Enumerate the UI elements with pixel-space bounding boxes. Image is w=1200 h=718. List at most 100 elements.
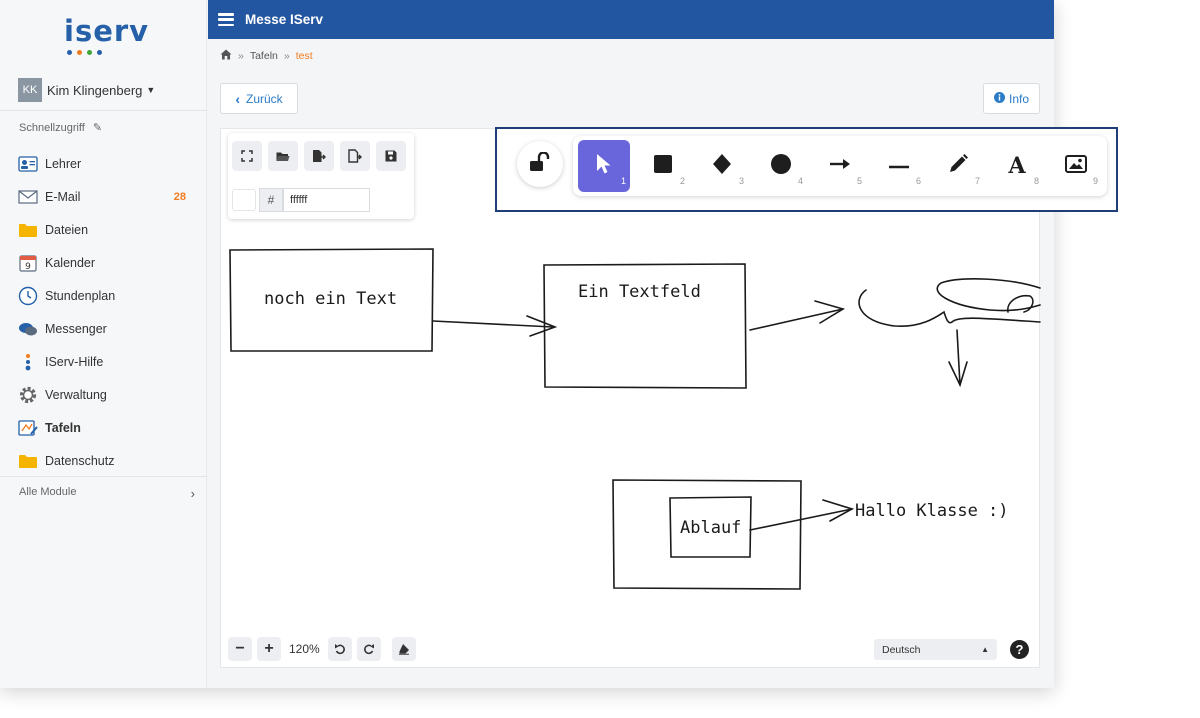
info-button[interactable]: Info <box>983 83 1040 114</box>
gear-icon <box>18 386 38 404</box>
unread-count-badge: 28 <box>173 190 186 203</box>
calendar-icon: 9 <box>18 254 38 272</box>
sidebar-item-label: Kalender <box>45 255 96 270</box>
lock-toggle-button[interactable] <box>517 141 563 187</box>
open-folder-icon[interactable] <box>268 141 298 171</box>
shortcut-number: 7 <box>974 176 980 186</box>
clock-icon <box>18 286 38 305</box>
breadcrumb-current: test <box>295 50 313 62</box>
pencil-edit-icon[interactable]: ✎ <box>92 122 103 134</box>
export-file-icon[interactable] <box>304 141 334 171</box>
tool-rectangle[interactable]: 2 <box>637 140 689 192</box>
sidebar-item-label: Messenger <box>45 321 107 336</box>
info-button-label: Info <box>1008 91 1029 106</box>
sidebar-item-label: Stundenplan <box>45 288 116 303</box>
sidebar-nav: Lehrer E-Mail 28 Dateien 9 Kalender <box>18 147 193 477</box>
chevron-left-icon: ‹ <box>235 90 240 107</box>
breadcrumb-item-tafeln[interactable]: Tafeln <box>249 50 278 62</box>
zoom-controls: − + 120% <box>228 634 416 664</box>
sidebar-item-messenger[interactable]: Messenger <box>18 312 193 345</box>
tool-text[interactable]: A 8 <box>991 140 1043 192</box>
zoom-level: 120% <box>289 642 320 656</box>
whiteboard-icon <box>18 419 38 437</box>
sidebar-item-kalender[interactable]: 9 Kalender <box>18 246 193 279</box>
language-select[interactable]: Deutsch ▲ <box>874 639 997 660</box>
chat-bubbles-icon <box>18 320 38 338</box>
shape-toolbar: 1 2 3 4 5 6 7 A 8 9 <box>573 136 1107 196</box>
redo-icon[interactable] <box>356 637 381 661</box>
line-icon <box>888 157 910 175</box>
sidebar-item-datenschutz[interactable]: Datenschutz <box>18 444 193 477</box>
sidebar-item-tafeln[interactable]: Tafeln <box>18 411 193 444</box>
tool-selection[interactable]: 1 <box>578 140 630 192</box>
undo-icon[interactable] <box>327 637 352 661</box>
sidebar-item-label: E-Mail <box>45 189 81 204</box>
shortcut-number: 1 <box>620 176 626 186</box>
export-image-icon[interactable] <box>340 141 370 171</box>
unlocked-padlock-icon <box>529 150 551 177</box>
circle-icon <box>770 153 792 180</box>
text-icon: A <box>1008 153 1026 179</box>
shortcut-number: 3 <box>738 176 744 186</box>
sidebar-item-verwaltung[interactable]: Verwaltung <box>18 378 193 411</box>
background-color-swatch[interactable] <box>232 189 256 211</box>
arrow-icon <box>829 157 851 175</box>
canvas-actions-panel: # <box>228 133 414 219</box>
diamond-icon <box>712 153 732 180</box>
eraser-icon[interactable] <box>391 637 416 661</box>
sidebar-item-dateien[interactable]: Dateien <box>18 213 193 246</box>
image-icon <box>1065 154 1087 178</box>
sidebar-item-label: Verwaltung <box>45 387 107 402</box>
folder-icon <box>18 452 38 470</box>
breadcrumb-separator: » <box>238 50 244 62</box>
tool-ellipse[interactable]: 4 <box>755 140 807 192</box>
chevron-down-icon: ▼ <box>146 85 156 95</box>
iserv-logo[interactable]: iserv <box>64 14 150 56</box>
tool-draw[interactable]: 7 <box>932 140 984 192</box>
hex-prefix: # <box>259 188 283 212</box>
sidebar-item-stundenplan[interactable]: Stundenplan <box>18 279 193 312</box>
tool-diamond[interactable]: 3 <box>696 140 748 192</box>
tool-arrow[interactable]: 5 <box>814 140 866 192</box>
logo-dots <box>67 50 102 55</box>
sidebar-item-label: Lehrer <box>45 156 82 171</box>
user-name: Kim Klingenberg <box>47 82 143 98</box>
quick-access-header: Schnellzugriff ✎ <box>19 121 103 135</box>
sidebar-item-lehrer[interactable]: Lehrer <box>18 147 193 180</box>
hamburger-menu-icon[interactable] <box>218 13 234 26</box>
page-title: Messe IServ <box>245 12 324 27</box>
save-icon[interactable] <box>376 141 406 171</box>
sidebar-item-email[interactable]: E-Mail 28 <box>18 180 193 213</box>
user-menu[interactable]: KK Kim Klingenberg ▼ <box>18 78 155 102</box>
background-color-input[interactable] <box>283 188 370 212</box>
sidebar-item-iserv-hilfe[interactable]: IServ-Hilfe <box>18 345 193 378</box>
sidebar-item-label: IServ-Hilfe <box>45 354 104 369</box>
zoom-in-button[interactable]: + <box>257 637 281 661</box>
sidebar: iserv KK Kim Klingenberg ▼ Schnellzugrif… <box>0 0 207 688</box>
all-modules-link[interactable]: Alle Module › <box>19 486 195 501</box>
quick-access-label: Schnellzugriff <box>19 121 85 134</box>
tool-image[interactable]: 9 <box>1050 140 1102 192</box>
back-button[interactable]: ‹ Zurück <box>220 83 298 114</box>
logo-text: iserv <box>64 14 150 48</box>
cursor-icon <box>595 153 613 180</box>
home-icon[interactable] <box>220 49 232 63</box>
help-dots-icon <box>18 353 38 371</box>
svg-text:9: 9 <box>25 262 31 272</box>
divider <box>0 110 207 111</box>
tool-line[interactable]: 6 <box>873 140 925 192</box>
shortcut-number: 9 <box>1092 176 1098 186</box>
square-icon <box>653 154 673 179</box>
shortcut-number: 2 <box>679 176 685 186</box>
zoom-out-button[interactable]: − <box>228 637 252 661</box>
breadcrumb: » Tafeln » test <box>220 49 313 63</box>
caret-up-icon: ▲ <box>981 645 989 654</box>
help-button[interactable]: ? <box>1010 640 1029 659</box>
info-circle-icon <box>993 91 1005 106</box>
sidebar-item-label: Datenschutz <box>45 453 115 468</box>
all-modules-label: Alle Module <box>19 486 77 498</box>
fullscreen-icon[interactable] <box>232 141 262 171</box>
language-selected: Deutsch <box>882 643 921 656</box>
folder-icon <box>18 221 38 239</box>
divider <box>0 476 207 477</box>
